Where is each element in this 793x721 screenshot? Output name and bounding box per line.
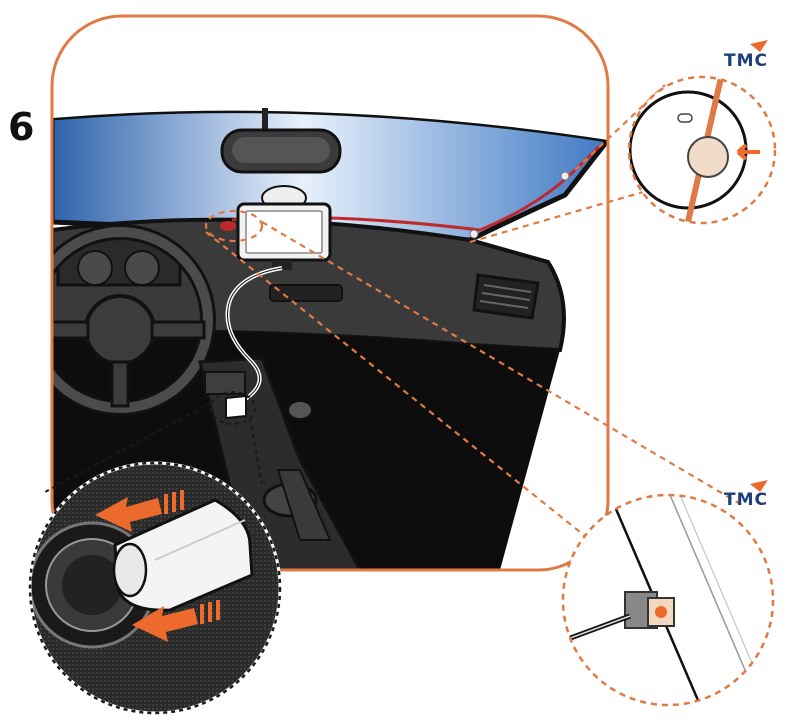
scene-frame bbox=[50, 14, 610, 572]
tmc-badge: TMC bbox=[724, 40, 768, 71]
car-interior-scene bbox=[52, 16, 608, 570]
rearview-mirror bbox=[220, 108, 342, 174]
tmc-label: TMC bbox=[724, 490, 768, 510]
lighter-plug bbox=[113, 498, 254, 612]
gps-device bbox=[236, 185, 332, 270]
tmc-label: TMC bbox=[724, 51, 768, 71]
dash-slot bbox=[269, 284, 343, 302]
insert-arrow-icon bbox=[132, 600, 220, 642]
lighter-plug-small bbox=[225, 394, 247, 420]
cable-clip bbox=[560, 171, 570, 181]
instrument-cluster bbox=[56, 236, 182, 287]
lighter-socket-detail bbox=[28, 461, 282, 715]
cable-connector bbox=[220, 221, 236, 231]
antenna-suction-detail bbox=[627, 75, 777, 225]
cable-clip bbox=[469, 229, 479, 239]
step-number: 6 bbox=[8, 105, 34, 149]
antenna-connector-detail bbox=[561, 493, 775, 707]
tmc-badge: TMC bbox=[724, 480, 768, 510]
air-vent bbox=[472, 273, 540, 320]
gear-shift bbox=[262, 400, 332, 541]
steering-wheel bbox=[52, 224, 216, 416]
callout-connectors-black bbox=[44, 391, 263, 493]
insert-arrow-icon bbox=[95, 490, 184, 532]
